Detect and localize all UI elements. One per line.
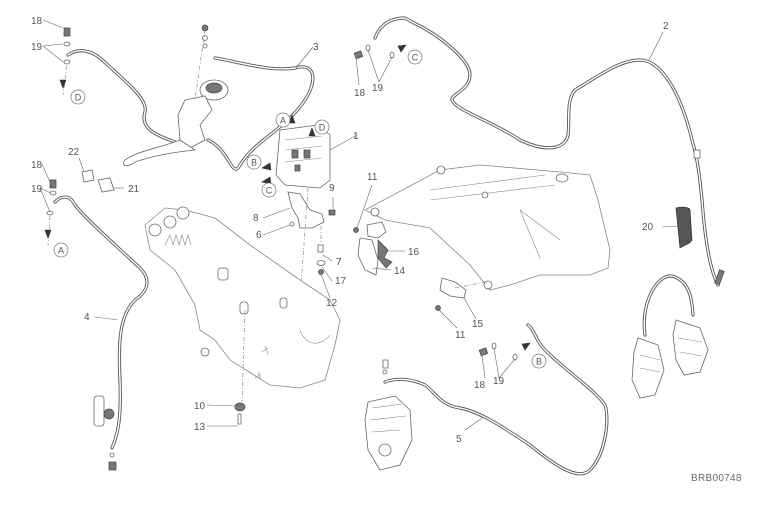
callout-19-d: 19 [493, 376, 505, 387]
clip-22 [81, 169, 95, 183]
callout-11-bottom: 11 [455, 330, 466, 341]
callout-19-a: 19 [31, 42, 43, 53]
direction-arrows [44, 44, 531, 351]
callout-16: 16 [408, 247, 420, 258]
front-caliper-left [364, 359, 413, 471]
reference-code: BRB00748 [691, 473, 742, 484]
marker-D-abs: D [314, 119, 330, 135]
callout-2: 2 [663, 21, 669, 32]
abs-unit [275, 124, 331, 189]
pipe-clip [693, 149, 701, 159]
sensor-bracket [353, 221, 393, 276]
callout-14: 14 [394, 266, 406, 277]
marker-A-abs: A [275, 112, 291, 128]
callout-5: 5 [456, 434, 462, 445]
callout-12: 12 [326, 298, 338, 309]
marker-D-left: D [70, 89, 86, 105]
callout-10: 10 [194, 401, 206, 412]
callout-4: 4 [84, 312, 90, 323]
front-calipers-right [631, 269, 725, 399]
callout-18-c: 18 [354, 88, 366, 99]
callout-18-d: 18 [474, 380, 486, 391]
marker-C-abs: C [261, 182, 277, 198]
brake-lever [123, 139, 197, 166]
callout-18-b: 18 [31, 160, 43, 171]
callout-17: 17 [335, 276, 347, 287]
callout-1: 1 [353, 131, 359, 142]
banjo-hardware [46, 27, 518, 361]
grommet [675, 206, 693, 249]
callout-13: 13 [194, 422, 206, 433]
marker-B-abs: B [246, 154, 262, 170]
brake-pipe-2 [373, 16, 720, 287]
callout-19-b: 19 [31, 184, 43, 195]
callout-20: 20 [642, 222, 654, 233]
svg-text:A: A [58, 246, 64, 256]
callout-7: 7 [336, 257, 342, 268]
brake-pipe-3 [66, 49, 315, 171]
callout-22: 22 [68, 147, 80, 158]
callout-18-a: 18 [31, 16, 43, 27]
connection-markers: D A C B A D B C [53, 49, 547, 369]
frame [364, 164, 611, 291]
leader-lines [39, 19, 681, 431]
mount-hardware [234, 402, 246, 425]
front-master-cylinder [123, 24, 229, 166]
callout-8: 8 [253, 213, 259, 224]
callout-3: 3 [313, 42, 319, 53]
svg-text:B: B [536, 357, 542, 367]
callout-6: 6 [256, 230, 262, 241]
rear-master-cylinder [93, 395, 117, 471]
clip-21 [97, 177, 115, 193]
svg-text:C: C [412, 53, 419, 63]
callout-21: 21 [128, 184, 140, 195]
svg-text:D: D [75, 93, 82, 103]
svg-text:D: D [319, 123, 326, 133]
battery-tray [144, 206, 341, 403]
callout-labels: 1 2 3 4 5 6 7 8 9 10 11 11 12 13 14 15 1… [31, 16, 669, 445]
marker-A-left: A [53, 242, 69, 258]
caliper-bridge-pipe [642, 274, 695, 337]
callout-9: 9 [329, 183, 335, 194]
callout-15: 15 [472, 319, 484, 330]
brake-pipe-4 [53, 195, 149, 450]
marker-B-right: B [531, 353, 547, 369]
callout-11-top: 11 [367, 172, 378, 183]
brake-pipe-5 [383, 323, 609, 476]
svg-text:B: B [251, 158, 257, 168]
marker-C-top: C [407, 49, 423, 65]
svg-text:A: A [280, 116, 286, 126]
bracket-15 [435, 277, 487, 311]
callout-19-c: 19 [372, 83, 384, 94]
svg-text:C: C [266, 186, 273, 196]
